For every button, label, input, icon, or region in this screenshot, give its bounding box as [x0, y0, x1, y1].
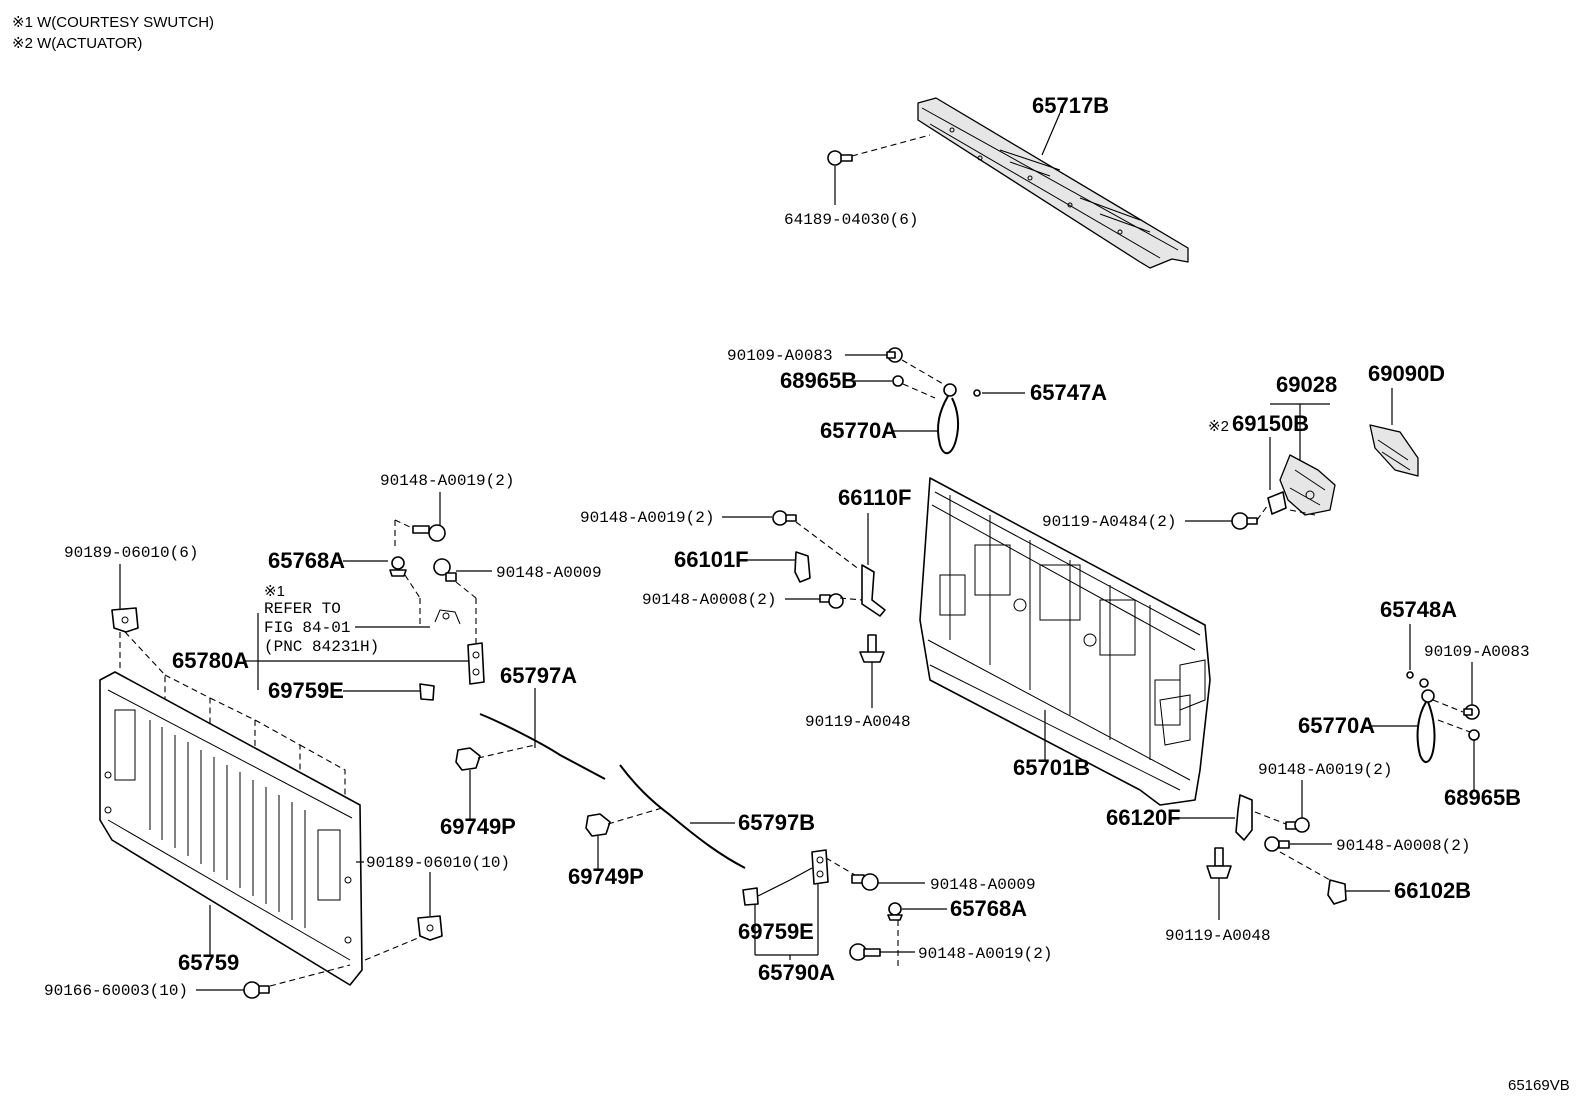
bolt-90148-A0009-b-icon [851, 873, 879, 891]
label-68965B-right: 68965B [1444, 785, 1521, 810]
clip-65768A-b-icon [887, 902, 903, 921]
bolt-64189-icon [827, 150, 853, 166]
label-90148-A0019-d: 90148-A0019(2) [918, 945, 1052, 963]
label-69090D: 69090D [1368, 361, 1445, 386]
handle-rod-65780A-icon [434, 609, 461, 625]
bolt-90148-A0019-a-icon [772, 510, 797, 526]
refer-line2: FIG 84-01 [264, 619, 350, 637]
label-90189-06010-6: 90189-06010(6) [64, 544, 198, 562]
refer-line1: REFER TO [264, 600, 341, 618]
nut-68965B-top-icon [892, 375, 904, 387]
label-90148-A0009-a: 90148-A0009 [496, 564, 602, 582]
label-69028: 69028 [1276, 372, 1337, 397]
label-66120F: 66120F [1106, 805, 1181, 830]
bolt-90119-A0048-b-icon [1206, 847, 1232, 879]
label-68965B-top: 68965B [780, 368, 857, 393]
label-65768A-a: 65768A [268, 548, 345, 573]
label-66102B: 66102B [1394, 878, 1471, 903]
bolt-90148-A0019-d-icon [849, 943, 881, 961]
bolt-90148-A0019-c-icon [1285, 817, 1310, 833]
label-90189-06010-10: 90189-06010(10) [366, 854, 510, 872]
mark-actuator-ref: ※2 [1208, 418, 1229, 435]
rod-65797B [619, 764, 746, 869]
rod-holder-69749P-a-icon [455, 747, 481, 771]
bolt-90119-A0048-a-icon [859, 634, 885, 663]
leader-65717B [1041, 112, 1061, 156]
screw-90166-icon [243, 981, 270, 999]
label-90148-A0019-a: 90148-A0019(2) [580, 509, 714, 527]
label-90148-A0008-a: 90148-A0008(2) [642, 591, 776, 609]
cap-65747A-icon [973, 389, 981, 397]
label-66101F: 66101F [674, 547, 749, 572]
actuator-69150B-icon [1267, 491, 1287, 515]
bolt-90119-A0484-icon [1231, 512, 1258, 530]
note-actuator: ※2 W(ACTUATOR) [12, 35, 142, 52]
label-65768A-b: 65768A [950, 896, 1027, 921]
label-90148-A0008-b: 90148-A0008(2) [1336, 837, 1470, 855]
refer-line3: (PNC 84231H) [264, 638, 379, 656]
clip-69759E-a-icon [419, 683, 435, 701]
label-90148-A0019-c: 90148-A0019(2) [1258, 761, 1392, 779]
label-69150B: 69150B [1232, 411, 1309, 436]
label-65717B: 65717B [1032, 93, 1109, 118]
clip-69759E-b-icon [742, 887, 759, 906]
check-cable-65770A-top-icon [937, 383, 960, 455]
bolt-90109-right-icon [1463, 704, 1480, 720]
bolt-90148-A0008-b-icon [1264, 836, 1290, 852]
bracket-66101F-icon [794, 551, 811, 583]
hinge-66120F-icon [1235, 794, 1253, 841]
rod-holder-69749P-b-icon [585, 813, 611, 837]
label-90109-A0083-right: 90109-A0083 [1424, 643, 1530, 661]
label-64189-04030: 64189-04030(6) [784, 211, 918, 229]
figure-id: 65169VB [1508, 1077, 1570, 1094]
tailgate-lock-69028-icon [1279, 454, 1336, 516]
refer-mark: ※1 [264, 583, 285, 600]
label-65780A: 65780A [172, 648, 249, 673]
label-69759E-a: 69759E [268, 678, 344, 703]
label-90148-A0019-b: 90148-A0019(2) [380, 472, 514, 490]
clip-65768A-a-icon [389, 556, 407, 577]
handle-bracket-65790A-icon [811, 849, 829, 885]
bolt-90148-A0008-a-icon [819, 593, 844, 609]
bracket-66102B-icon [1327, 879, 1347, 905]
clip-90189-6-icon [111, 607, 139, 633]
label-90119-A0048-b: 90119-A0048 [1165, 927, 1271, 945]
label-69749P-a: 69749P [440, 814, 516, 839]
label-90109-A0083-top: 90109-A0083 [727, 347, 833, 365]
bolt-90109-top-icon [886, 347, 903, 363]
label-90119-A0484: 90119-A0484(2) [1042, 513, 1176, 531]
check-cable-65770A-right-icon [1416, 689, 1436, 764]
label-65790A: 65790A [758, 960, 835, 985]
bolt-90148-A0009-a-icon [433, 558, 457, 582]
label-90119-A0048-a: 90119-A0048 [805, 713, 911, 731]
nut-68965B-right-icon [1468, 729, 1480, 741]
bolt-90148-A0019-b-icon [412, 524, 446, 542]
inner-panel-65759 [99, 671, 363, 986]
label-65748A: 65748A [1380, 597, 1457, 622]
handle-bracket-65780A-icon [467, 642, 485, 685]
tailgate-panel-65701B [919, 477, 1211, 806]
cover-69090D-icon [1369, 424, 1419, 477]
label-65797A: 65797A [500, 663, 577, 688]
label-65770A-top: 65770A [820, 418, 897, 443]
clip-90189-10-icon [417, 915, 443, 941]
label-65797B: 65797B [738, 810, 815, 835]
tailgate-top-protector-part [917, 97, 1189, 269]
label-90166-60003: 90166-60003(10) [44, 982, 188, 1000]
hinge-66110F-icon [861, 564, 886, 617]
label-65701B: 65701B [1013, 755, 1090, 780]
cap-65748A-icon [1406, 671, 1414, 679]
note-courtesy-switch: ※1 W(COURTESY SWUTCH) [12, 14, 214, 31]
label-65759: 65759 [178, 950, 239, 975]
label-66110F: 66110F [838, 485, 911, 510]
rod-65797A [479, 713, 606, 780]
label-69749P-b: 69749P [568, 864, 644, 889]
label-65770A-right: 65770A [1298, 713, 1375, 738]
label-69759E-b: 69759E [738, 919, 814, 944]
label-65747A: 65747A [1030, 380, 1107, 405]
label-90148-A0009-b: 90148-A0009 [930, 876, 1036, 894]
